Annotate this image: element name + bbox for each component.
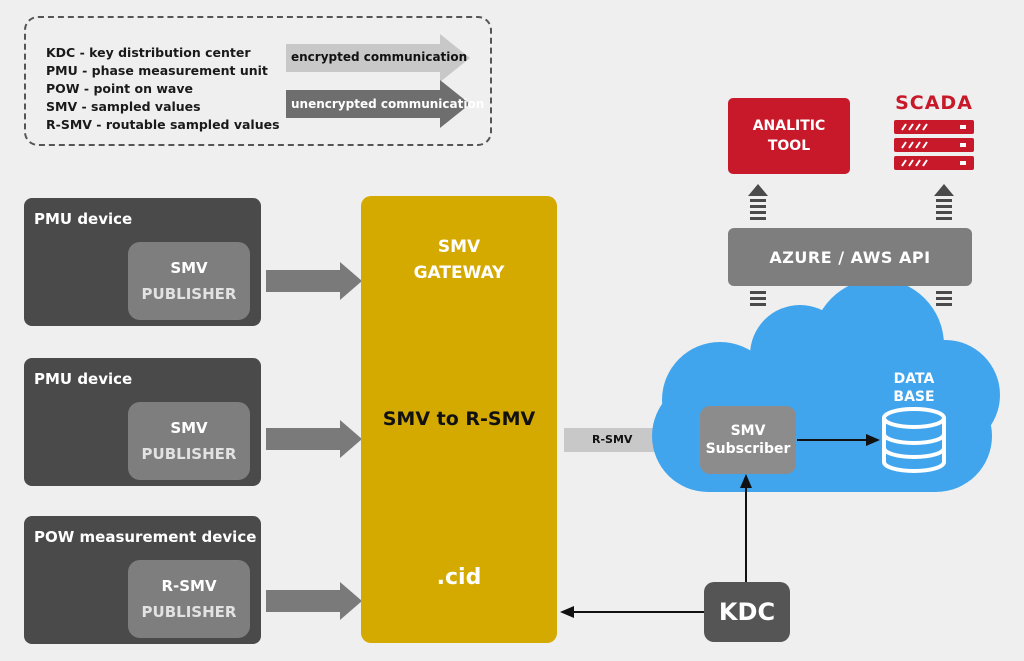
gateway-title-line2: GATEWAY [413,263,505,283]
device2-arrow-icon [266,420,362,458]
gateway-title: SMV GATEWAY [361,234,557,286]
unencrypted-label: unencrypted communication [291,97,485,111]
unencrypted-arrow-icon [286,80,470,128]
publisher-line2: PUBLISHER [141,445,237,463]
publisher-line2: PUBLISHER [141,603,237,621]
device-title: PMU device [34,370,133,388]
rsmv-publisher: R-SMV PUBLISHER [128,560,250,638]
rsmv-link-label: R-SMV [592,433,633,446]
publisher-line1: R-SMV [161,577,217,595]
device-title: POW measurement device [34,528,257,546]
legend-box [24,16,492,146]
gateway-title-line1: SMV [437,237,481,257]
legend-pmu: PMU - phase measurement unit [46,63,268,78]
smv-publisher-2: SMV PUBLISHER [128,402,250,480]
database-label: DATA BASE [884,370,944,406]
database-line2: BASE [893,389,935,405]
api-up-arrows-icon [748,184,954,220]
smv-publisher-1: SMV PUBLISHER [128,242,250,320]
smv-gateway: SMV GATEWAY SMV to R-SMV [361,196,557,643]
subscriber-line2: Subscriber [705,441,791,457]
kdc-box: KDC [704,582,790,642]
analitic-line2: TOOL [767,138,811,154]
publisher-line1: SMV [170,419,208,437]
analitic-line1: ANALITIC [752,118,826,134]
device-title: PMU device [34,210,133,228]
publisher-line2: PUBLISHER [141,285,237,303]
pow-device: POW measurement device R-SMV PUBLISHER [24,516,261,644]
device1-arrow-icon [266,262,362,300]
cloud-api-link-icon [750,291,952,306]
cid-file-label: .cid [436,565,482,590]
kdc-subscriber-arrow-icon [740,474,752,488]
legend-pow: POW - point on wave [46,81,193,96]
scada-label: SCADA [895,92,973,114]
subscriber-line1: SMV [730,423,766,439]
subscriber-db-arrow-icon [866,434,880,446]
azure-aws-api: AZURE / AWS API [728,228,972,286]
legend-rsmv: R-SMV - routable sampled values [46,117,280,132]
analitic-tool: ANALITIC TOOL [728,98,850,174]
scada-server-icon [894,120,974,170]
pmu-device-2: PMU device SMV PUBLISHER [24,358,261,486]
encrypted-label: encrypted communication [291,50,468,64]
smv-subscriber: SMV Subscriber [700,406,796,474]
kdc-gateway-arrow-icon [560,606,574,618]
legend-kdc: KDC - key distribution center [46,45,251,60]
publisher-line1: SMV [170,259,208,277]
device3-arrow-icon [266,582,362,620]
encrypted-arrow-icon [286,34,470,82]
database-line1: DATA [893,371,935,387]
pmu-device-1: PMU device SMV PUBLISHER [24,198,261,326]
gateway-function: SMV to R-SMV [382,408,536,430]
legend-smv: SMV - sampled values [46,99,201,114]
database-icon [882,407,946,473]
